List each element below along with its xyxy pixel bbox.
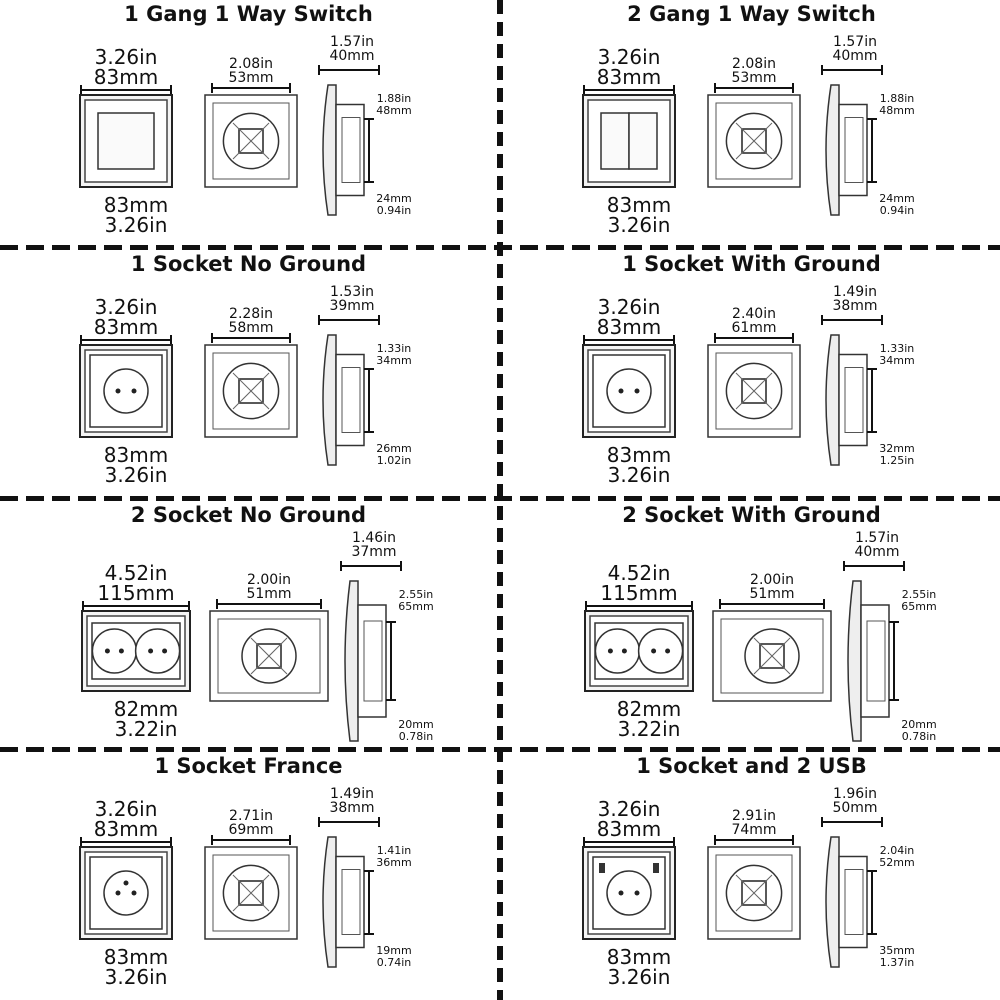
depth-ruler [821, 315, 883, 325]
mechanism-width-ruler [216, 599, 322, 609]
inner-depth-ruler [867, 869, 877, 935]
panel-title: 2 Socket With Ground [622, 503, 881, 527]
panel-title: 1 Socket France [154, 754, 343, 778]
depth-ruler [821, 817, 883, 827]
front-width-ruler [583, 335, 675, 345]
inner-depth-ruler [867, 367, 877, 433]
horizontal-divider [0, 747, 1000, 752]
horizontal-divider [0, 496, 1000, 501]
inner-depth-ruler [867, 117, 877, 183]
depth-ruler [821, 65, 883, 75]
inner-depth-ruler [889, 621, 899, 701]
panel-title: 1 Gang 1 Way Switch [124, 2, 373, 26]
depth-ruler [318, 315, 380, 325]
mechanism-width-ruler [714, 835, 794, 845]
front-width-ruler [583, 85, 675, 95]
depth-ruler [318, 817, 380, 827]
mechanism-width-ruler [211, 333, 291, 343]
horizontal-divider [0, 245, 1000, 250]
inner-depth-ruler [364, 367, 374, 433]
panel-title: 1 Socket and 2 USB [636, 754, 867, 778]
front-width-ruler [80, 335, 172, 345]
panel-title: 1 Socket With Ground [622, 252, 881, 276]
panel-title: 2 Socket No Ground [130, 503, 367, 527]
depth-ruler [340, 561, 402, 571]
mechanism-width-ruler [211, 835, 291, 845]
panel-title: 2 Gang 1 Way Switch [627, 2, 876, 26]
front-width-ruler [80, 85, 172, 95]
mechanism-width-ruler [719, 599, 825, 609]
depth-ruler [318, 65, 380, 75]
panel-title: 1 Socket No Ground [130, 252, 367, 276]
mechanism-width-ruler [714, 333, 794, 343]
front-width-ruler [583, 837, 675, 847]
front-width-ruler [585, 601, 693, 611]
inner-depth-ruler [386, 621, 396, 701]
mechanism-width-ruler [714, 83, 794, 93]
mechanism-width-ruler [211, 83, 291, 93]
inner-depth-ruler [364, 869, 374, 935]
front-width-ruler [82, 601, 190, 611]
depth-ruler [843, 561, 905, 571]
inner-depth-ruler [364, 117, 374, 183]
front-width-ruler [80, 837, 172, 847]
